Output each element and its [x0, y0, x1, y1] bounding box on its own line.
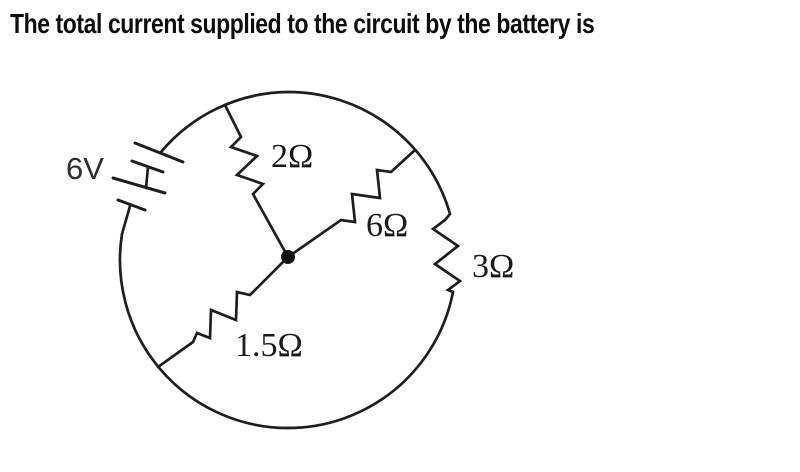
resistor-6ohm-label: 6Ω	[366, 207, 408, 244]
battery-lead-wire	[120, 204, 132, 236]
loop-arc-bottom-right	[286, 290, 455, 430]
resistor-1_5ohm-label: 1.5Ω	[235, 327, 303, 364]
battery-plate-short-2	[116, 198, 147, 212]
resistor-3ohm-label: 3Ω	[472, 248, 514, 285]
question-text: The total current supplied to the circui…	[10, 8, 595, 39]
battery-plate-long-2	[111, 176, 167, 195]
loop-arc-right-top	[286, 90, 452, 216]
resistor-3ohm	[430, 212, 463, 294]
junction-dot	[281, 250, 295, 264]
resistor-2ohm	[223, 103, 290, 259]
resistor-2ohm-label: 2Ω	[271, 138, 313, 175]
battery-label: 6V	[66, 151, 104, 186]
circuit-loop	[118, 90, 455, 430]
battery-symbol	[111, 141, 185, 236]
loop-arc-top-left	[159, 90, 290, 154]
resistor-6ohm	[286, 148, 417, 259]
battery-link-wire	[144, 165, 150, 190]
loop-arc-left-bottom	[118, 232, 290, 430]
battery-plate-long-1	[133, 141, 185, 164]
resistor-1_5ohm	[156, 255, 290, 369]
